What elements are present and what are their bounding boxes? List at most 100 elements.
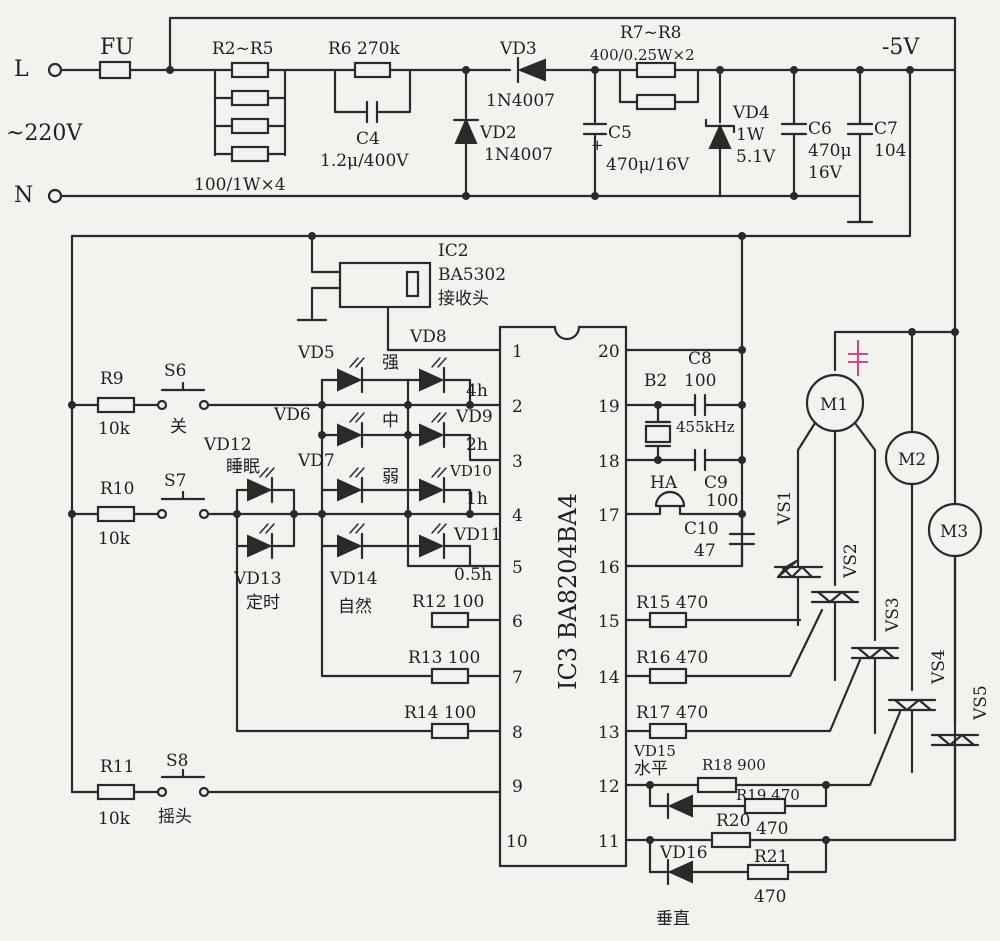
label-c9: C9: [704, 473, 728, 493]
label-c6: C6: [808, 119, 832, 139]
label-c5-value: 470μ/16V: [606, 155, 690, 175]
label-ic3: IC3 BA8204BA4: [554, 493, 582, 690]
ic3-pin-right-19: 19: [598, 397, 620, 417]
label-ic2-desc: 接收头: [438, 289, 489, 309]
junction: [908, 328, 916, 336]
label-r19: R19 470: [736, 786, 800, 804]
ic3-pin-left-3: 3: [512, 452, 523, 472]
resistor-R2-R5-bank: [213, 61, 287, 163]
label-vd3: VD3: [499, 39, 537, 59]
buzzer-HA: [654, 490, 686, 516]
c6-c7-wire: [792, 68, 862, 224]
ic3-pin-left-9: 9: [512, 777, 523, 797]
ic3-pin-left-6: 6: [512, 612, 523, 632]
label-r13: R13 100: [408, 648, 480, 668]
led-symbol-2: [337, 412, 365, 449]
label-vs5: VS5: [971, 685, 991, 721]
ic3-pin-right-13: 13: [598, 723, 620, 743]
label-r14: R14 100: [404, 703, 476, 723]
led-symbol-3: [419, 412, 447, 449]
junction: [790, 192, 798, 200]
label-05h: 0.5h: [454, 565, 492, 585]
label-vd16: VD16: [659, 843, 708, 863]
junction: [233, 510, 241, 518]
led-symbol-8: [247, 467, 275, 504]
resistor-R20: [710, 831, 752, 849]
diode-VD3: [516, 56, 546, 84]
vd15-loop: [648, 783, 828, 808]
label-vs4: VS4: [929, 649, 949, 685]
label-m3: M3: [940, 522, 968, 542]
label-r20: R20: [716, 811, 750, 831]
label-r17: R17 470: [636, 703, 708, 723]
junction: [318, 510, 326, 518]
ic2-window: [405, 270, 420, 298]
resistor-R12: [430, 611, 470, 629]
label-s8: S8: [166, 751, 188, 771]
switch-S8-lever: [160, 768, 206, 779]
ic3-pin-right-16: 16: [598, 558, 620, 578]
junction: [462, 192, 470, 200]
junction: [738, 232, 746, 240]
junction: [404, 401, 412, 409]
label-vs1: VS1: [775, 490, 795, 526]
label-fuse: FU: [100, 35, 134, 60]
resistor-R14: [430, 722, 470, 740]
label-ic2-part: BA5302: [438, 265, 506, 285]
terminal-L: [47, 62, 63, 78]
label-vd5: VD5: [297, 343, 335, 363]
row-strong: [320, 378, 472, 407]
led-symbol-7: [419, 523, 447, 560]
label-L: L: [14, 57, 29, 82]
ic3-pin-left-7: 7: [512, 668, 523, 688]
led-symbol-5: [419, 467, 447, 504]
diode-VD2: [452, 117, 480, 144]
junction: [404, 510, 412, 518]
junction: [906, 66, 914, 74]
label-ic2: IC2: [438, 241, 469, 261]
label-vd4-v: 5.1V: [736, 147, 776, 167]
junction: [318, 431, 326, 439]
label-r11-value: 10k: [98, 809, 131, 829]
led-VD15: [666, 792, 693, 820]
motor-rail: [833, 330, 957, 434]
label-r15: R15 470: [636, 593, 708, 613]
label-r10: R10: [100, 479, 134, 499]
zener-VD4: [704, 118, 736, 149]
resistor-R16: [648, 667, 688, 685]
triac-VS5: [930, 733, 980, 842]
r12-r14-to-ic: [466, 618, 502, 733]
label-r16: R16 470: [636, 648, 708, 668]
pin12-wire: [624, 710, 902, 787]
resonator-B2: [644, 424, 672, 444]
led-symbol-1: [419, 357, 447, 394]
capacitor-C5: [582, 122, 608, 136]
capacitor-C4: [365, 100, 379, 124]
resistor-R10: [96, 505, 136, 523]
switch-S7-a: [156, 508, 168, 520]
ic3-pin-left-8: 8: [512, 723, 523, 743]
label-r2r5: R2~R5: [212, 39, 273, 59]
labels: L N ~220V FU -5V R2~R5 100/1W×4 R6 270k …: [6, 23, 991, 929]
row-mid: [320, 433, 502, 462]
label-vd10: VD10: [449, 462, 492, 480]
resistor-R17: [648, 722, 688, 740]
label-b2-value: 455kHz: [676, 418, 735, 436]
label-vd2: VD2: [479, 123, 517, 143]
label-1h: 1h: [466, 489, 488, 509]
label-c6-v1: 470μ: [808, 141, 852, 161]
label-r7r8: R7~R8: [620, 23, 681, 43]
capacitor-C6: [780, 122, 808, 136]
ic3-pin-right-12: 12: [598, 777, 620, 797]
led-symbol-4: [337, 467, 365, 504]
r6-c4-network: [333, 68, 412, 114]
junction: [591, 192, 599, 200]
switch-S6-b: [198, 399, 210, 411]
resistor-R15: [648, 611, 688, 629]
label-m1: M1: [820, 395, 848, 415]
label-vd12-desc: 睡眠: [226, 457, 260, 477]
label-r20-value: 470: [756, 819, 788, 839]
label-r21: R21: [754, 847, 788, 867]
motor-leads: [796, 421, 957, 725]
